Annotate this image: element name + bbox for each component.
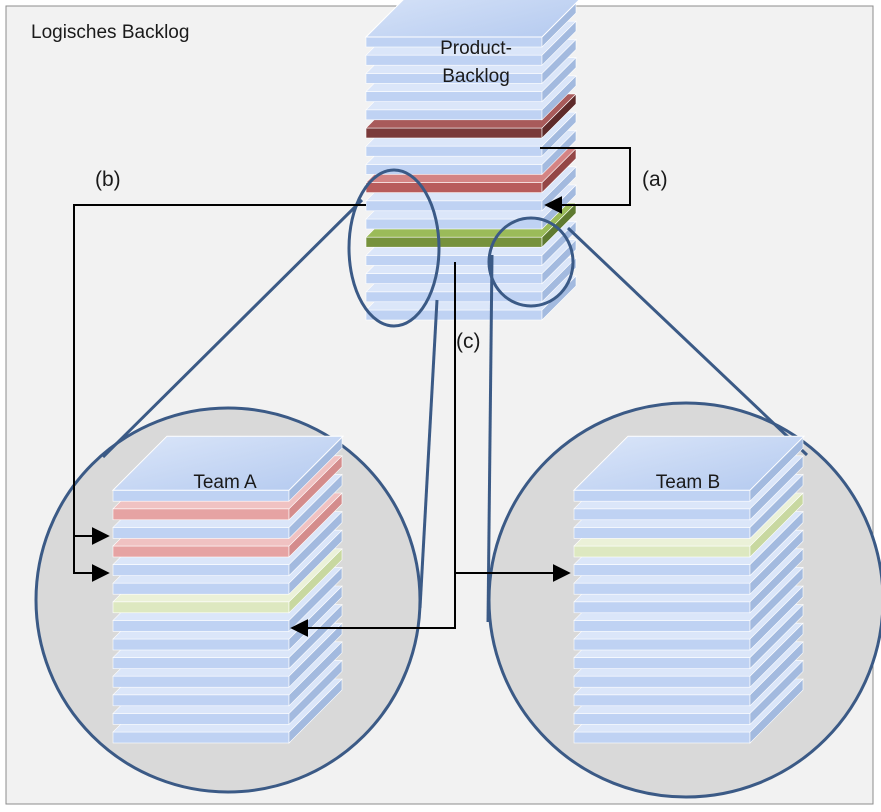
stack-top-face xyxy=(364,0,580,38)
arrow-a xyxy=(540,147,631,214)
arrow-c-to-team-a xyxy=(290,262,456,637)
stack-top-face xyxy=(111,435,345,491)
stack-top-face xyxy=(572,435,806,491)
team-b-backlog-stack: Team B xyxy=(572,435,806,744)
label-b: (b) xyxy=(95,168,121,191)
zoom-line-a-right xyxy=(418,299,439,609)
team-b-title: Team B xyxy=(656,472,720,493)
zoom-line-a-left xyxy=(101,198,364,459)
team-a-backlog-stack: Team A xyxy=(111,435,345,744)
selection-ellipse-team-a xyxy=(347,168,441,328)
label-a: (a) xyxy=(642,168,668,191)
selection-ellipse-team-b xyxy=(487,216,575,308)
product-backlog-title-line2: Backlog xyxy=(442,66,510,87)
arrow-b-to-first-red xyxy=(73,204,366,545)
arrows xyxy=(73,147,631,637)
arrow-b-to-second-red xyxy=(73,536,110,582)
product-backlog-stack: Product- Backlog xyxy=(364,0,580,321)
zoom-line-b-right xyxy=(566,226,809,457)
frame-title: Logisches Backlog xyxy=(31,22,189,43)
team-a-title: Team A xyxy=(193,472,257,493)
label-c: (c) xyxy=(456,330,481,353)
zoom-lines xyxy=(101,198,809,623)
product-backlog-title-line1: Product- xyxy=(440,38,512,59)
zoom-line-b-left xyxy=(486,254,494,623)
